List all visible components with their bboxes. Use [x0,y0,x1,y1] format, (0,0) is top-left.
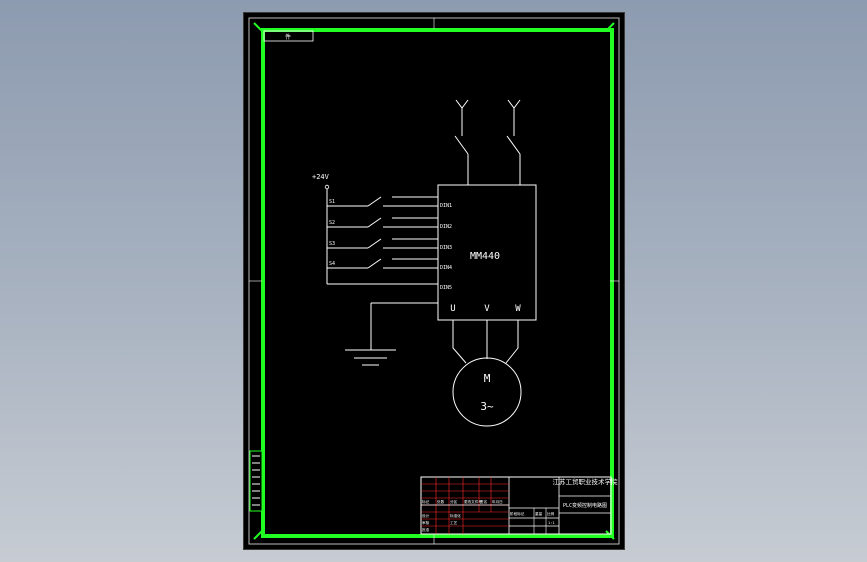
outer-frame [248,17,620,545]
corner-label-box [263,30,314,42]
title-cell: 审核 [422,520,430,525]
title-cell: 标准化 [450,513,461,518]
title-cell: 签名 [480,499,488,504]
terminal-label: DIN5 [440,285,452,291]
title-cell: 1:1 [548,521,555,525]
title-block [420,476,612,535]
output-label-v: V [484,304,490,314]
title-cell: 重量 [535,511,543,516]
circuit-drawing: 件 MM440 DIN1 DIN2 DIN3 DIN4 DIN5 +24V [248,17,620,545]
corner-label: 件 [285,33,291,41]
title-drawing-name: PLC变频控制电路图 [563,502,607,509]
title-cell: 工艺 [450,520,458,525]
terminal-label: DIN2 [440,224,452,230]
title-cell: 批准 [422,527,430,532]
switch-label: S1 [329,199,335,205]
supply-terminal [324,184,330,190]
terminal-label: DIN1 [440,203,452,209]
output-label-w: W [515,304,521,314]
input-wiring [326,189,438,285]
drawing-sheet: 件 MM440 DIN1 DIN2 DIN3 DIN4 DIN5 +24V [243,12,625,550]
title-cell: 分区 [450,499,458,504]
switch-label: S3 [329,241,335,247]
supply-switches [454,99,521,185]
title-cell: 比例 [547,511,555,516]
inverter-label: MM440 [470,251,500,262]
title-cell: 标记 [422,499,430,504]
motor-label: M [484,372,491,385]
output-label-u: U [450,304,455,314]
switch-label: S4 [329,261,335,267]
title-cell: 处数 [437,499,445,504]
title-cell: 设计 [422,513,430,518]
switch-label: S2 [329,220,335,226]
terminal-label: DIN3 [440,245,452,251]
binding-stripe [249,450,263,512]
title-cell: 年月日 [492,499,503,504]
corner-marks [253,22,615,540]
center-ticks [249,18,619,544]
terminal-label: DIN4 [440,265,452,271]
green-border [261,28,614,538]
motor-leads [452,320,519,364]
title-cell: 更改文件号 [464,499,482,504]
motor-symbol [452,357,522,427]
motor-phase: 3~ [480,400,494,413]
ground-wiring [345,302,438,366]
title-cell: 阶段标记 [510,511,525,516]
supply-label: +24V [312,173,330,181]
title-school: 江苏工贸职业技术学院 [553,477,619,486]
